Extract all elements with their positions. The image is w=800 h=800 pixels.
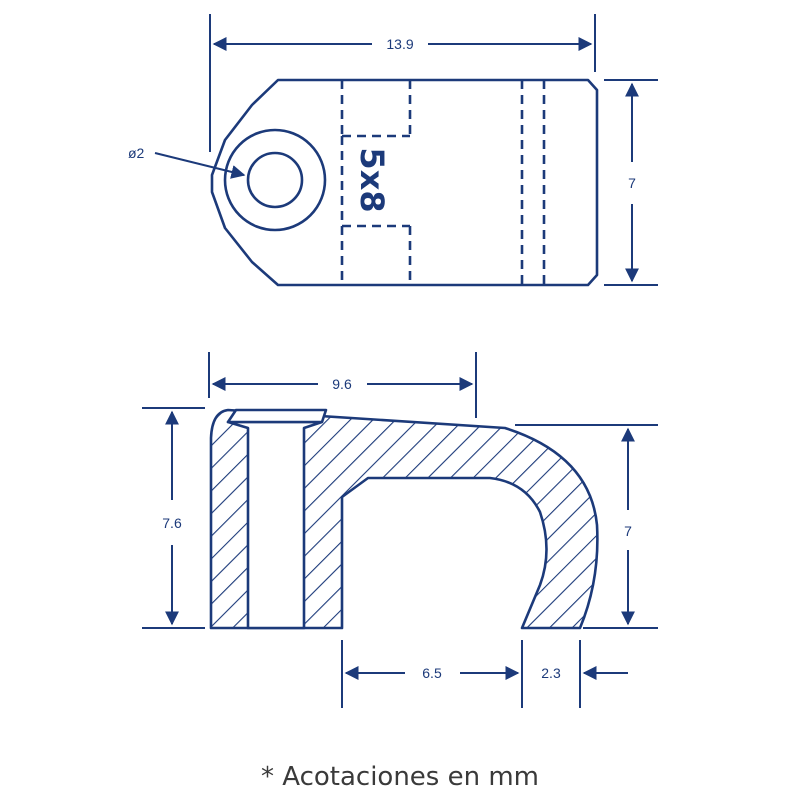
section-top-dimension-label: 9.6 <box>332 376 352 392</box>
cable-size-label: 5x8 <box>353 147 391 212</box>
section-view <box>209 408 599 630</box>
section-view-dimensions <box>142 352 658 708</box>
hole-inner-ring <box>246 151 304 209</box>
top-view-outline <box>210 78 599 287</box>
section-right-height-label: 7 <box>624 523 632 539</box>
top-width-dimension-label: 13.9 <box>386 36 413 52</box>
top-height-dimension-label: 7 <box>628 175 636 191</box>
lip-width-label: 2.3 <box>541 665 561 681</box>
hidden-lines <box>340 80 546 285</box>
hole-outer-ring <box>223 128 327 232</box>
opening-width-label: 6.5 <box>422 665 442 681</box>
hole-diameter-label: ø2 <box>128 145 145 161</box>
units-note: * Acotaciones en mm <box>261 762 539 792</box>
top-view <box>210 78 599 287</box>
top-view-dimensions <box>154 14 658 286</box>
section-left-height-label: 7.6 <box>162 515 182 531</box>
section-cap <box>226 408 328 424</box>
